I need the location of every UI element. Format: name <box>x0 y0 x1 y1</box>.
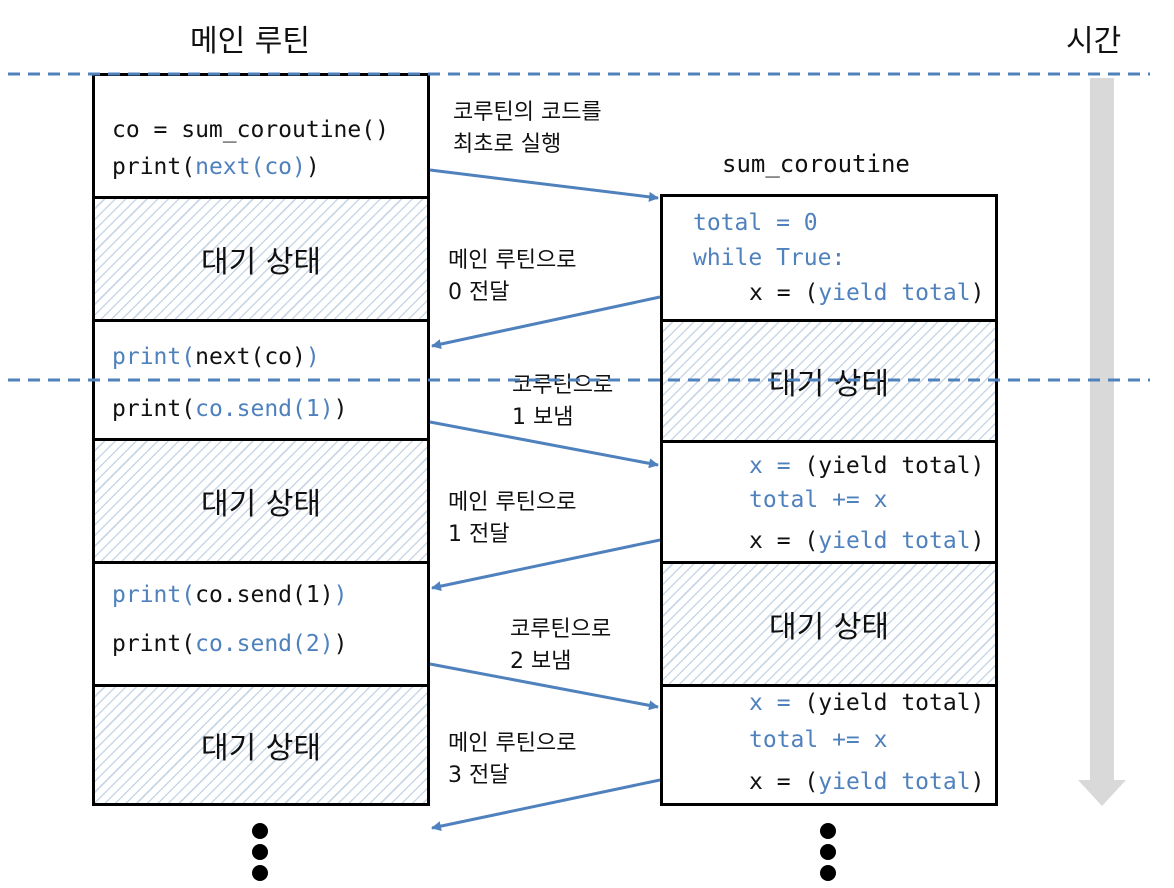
ellipsis-dot <box>820 823 836 839</box>
code-line: x = (yield total) <box>749 690 985 716</box>
code-line: print(co.send(1)) <box>112 582 348 608</box>
arrow-return-3 <box>431 778 661 832</box>
waiting-label: 대기 상태 <box>769 610 889 645</box>
code-line: total = 0 <box>693 210 818 236</box>
time-label: 시간 <box>1066 24 1122 59</box>
ellipsis-dot <box>252 865 268 881</box>
main-waiting-state-3: 대기 상태 <box>92 684 430 806</box>
code-line: x = (yield total) <box>749 453 985 479</box>
main-waiting-state-2: 대기 상태 <box>92 438 430 564</box>
code-line: total += x <box>749 727 888 753</box>
code-line: print(next(co)) <box>112 344 320 370</box>
main-routine-title: 메인 루틴 <box>190 24 310 59</box>
coroutine-title: sum_coroutine <box>722 150 910 178</box>
code-line: x = (yield total) <box>749 528 985 554</box>
code-line: while True: <box>693 245 846 271</box>
arrow-return-1 <box>431 538 661 592</box>
arrow-label-return-3: 메인 루틴으로 3 전달 <box>448 731 577 788</box>
ellipsis-dot <box>820 865 836 881</box>
code-line: x = (yield total) <box>749 769 985 795</box>
coroutine-code-block-3: x = (yield total) total += x x = (yield … <box>660 684 998 806</box>
code-line: co = sum_coroutine() <box>112 117 389 143</box>
arrow-label-return-1: 메인 루틴으로 1 전달 <box>448 490 577 547</box>
arrow-send-2 <box>429 662 659 711</box>
arrow-label-return-0: 메인 루틴으로 0 전달 <box>448 248 577 305</box>
waiting-label: 대기 상태 <box>201 245 321 280</box>
arrow-label-send-1: 코루틴으로 1 보냄 <box>512 373 614 430</box>
waiting-label: 대기 상태 <box>769 367 889 402</box>
code-line: total += x <box>749 487 888 513</box>
arrow-send-1 <box>429 420 659 469</box>
main-code-block-1: co = sum_coroutine() print(next(co)) <box>92 73 430 199</box>
coroutine-code-block-1: total = 0 while True: x = (yield total) <box>660 194 998 322</box>
code-line: print(next(co)) <box>112 154 320 180</box>
arrow-first-run <box>429 168 659 202</box>
main-waiting-state-1: 대기 상태 <box>92 196 430 322</box>
arrow-label-first-run: 코루틴의 코드를 최초로 실행 <box>453 100 602 157</box>
arrow-return-0 <box>431 295 661 349</box>
waiting-label: 대기 상태 <box>201 731 321 766</box>
code-line: x = (yield total) <box>749 280 985 306</box>
code-line: print(co.send(2)) <box>112 631 348 657</box>
ellipsis-dot <box>252 844 268 860</box>
arrow-label-send-2: 코루틴으로 2 보냄 <box>510 617 612 674</box>
ellipsis-dot <box>820 844 836 860</box>
coroutine-code-block-2: x = (yield total) total += x x = (yield … <box>660 440 998 564</box>
code-line: print(co.send(1)) <box>112 396 348 422</box>
waiting-label: 대기 상태 <box>201 487 321 522</box>
ellipsis-dot <box>252 823 268 839</box>
